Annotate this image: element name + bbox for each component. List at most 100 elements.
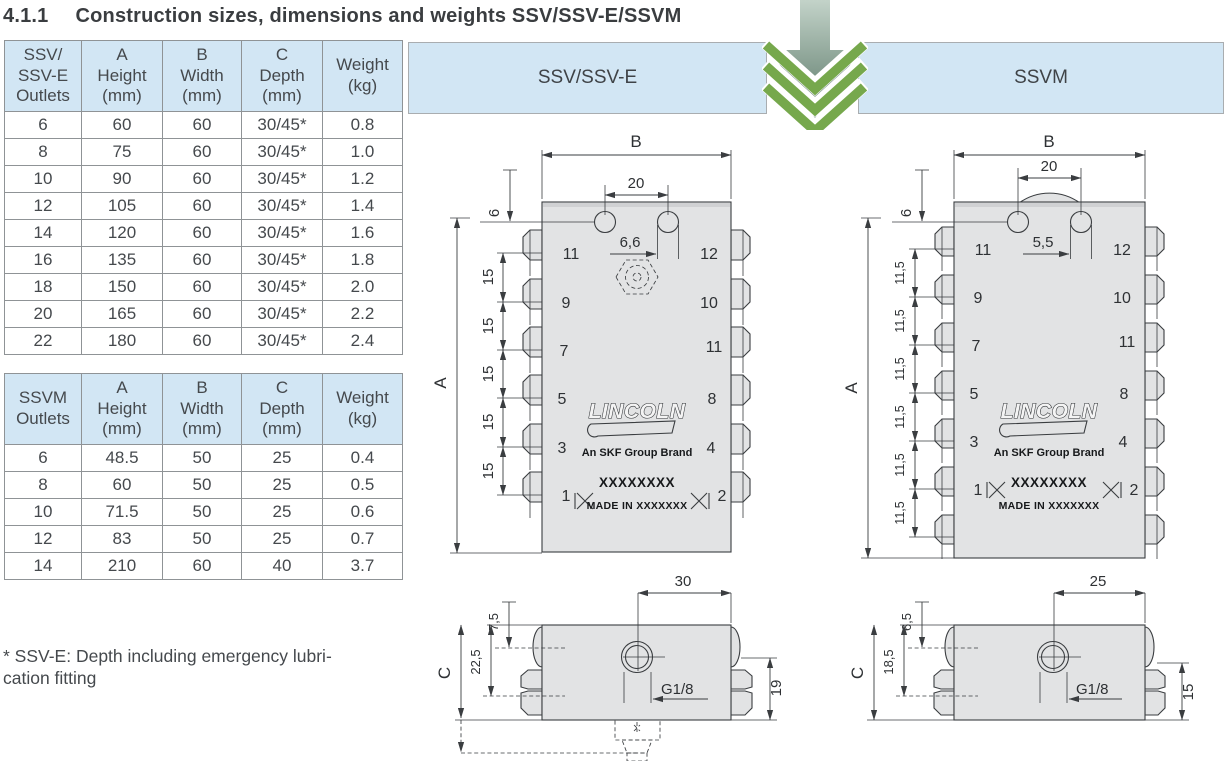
svg-text:5: 5 [970, 386, 979, 403]
ssv-technical-drawing: B 20 6 6,6 A [431, 132, 785, 761]
cell-depth: 30/45* [241, 165, 323, 193]
cell-outlets: 16 [4, 246, 82, 274]
cell-outlets: 12 [4, 192, 82, 220]
serial-placeholder: XXXXXXXX [1011, 475, 1087, 490]
dim-label-c: C [848, 667, 867, 679]
cell-weight: 3.7 [322, 552, 403, 580]
closed-outlet-symbol-right [1102, 481, 1122, 499]
dim-label-depth2: 18,5 [881, 649, 896, 674]
cell-weight: 1.0 [322, 138, 403, 166]
closed-outlet-symbol-right [690, 492, 710, 510]
table-row: 8 75 60 30/45* 1.0 [4, 138, 403, 166]
serial-placeholder: XXXXXXXX [599, 475, 675, 490]
svg-text:7: 7 [560, 343, 569, 360]
cell-outlets: 10 [4, 165, 82, 193]
cell-depth: 25 [241, 444, 323, 472]
svg-text:7: 7 [972, 338, 981, 355]
svg-text:11,5: 11,5 [893, 501, 907, 524]
dim-label-hole-edge: 6 [898, 209, 915, 217]
made-in-line: MADE IN XXXXXXX [587, 500, 688, 512]
dim-label-outlet-height: 19 [768, 680, 785, 697]
cell-depth: 40 [241, 552, 323, 580]
dim-label-b: B [630, 132, 641, 151]
cell-width: 60 [162, 327, 242, 355]
cell-outlets: 6 [4, 111, 82, 139]
dim-label-hole-spacing: 20 [628, 175, 645, 192]
cell-weight: 2.4 [322, 327, 403, 355]
cell-width: 50 [162, 444, 242, 472]
cell-weight: 0.8 [322, 111, 403, 139]
cell-height: 60 [81, 471, 163, 499]
svg-text:2: 2 [1130, 482, 1139, 499]
cell-weight: 1.2 [322, 165, 403, 193]
dim-label-depth1: 6,5 [899, 613, 914, 631]
side-outlet-round [1144, 626, 1155, 668]
table-row: 8 60 50 25 0.5 [4, 471, 403, 499]
hidden-hex-fitting [615, 259, 659, 295]
logo-swoosh [999, 420, 1088, 438]
cell-outlets: 14 [4, 552, 82, 580]
cell-weight: 1.8 [322, 246, 403, 274]
side-outlet-round [730, 626, 741, 668]
ssvm-front-view: B 20 6 5,5 A [845, 132, 1165, 559]
table-row: 22 180 60 30/45* 2.4 [4, 327, 403, 355]
column-header-height: A Height (mm) [81, 40, 163, 112]
side-outlet-round [944, 626, 955, 668]
ssv-front-view: B 20 6 6,6 A [431, 132, 751, 554]
cell-height: 165 [81, 300, 163, 328]
column-header-outlets: SSV/ SSV-E Outlets [4, 40, 82, 112]
cell-weight: 0.6 [322, 498, 403, 526]
svg-text:1: 1 [974, 482, 983, 499]
cell-width: 60 [162, 300, 242, 328]
outlet-numbers: 11 9 7 5 3 1 12 10 11 8 4 2 [970, 242, 1139, 499]
cell-height: 150 [81, 273, 163, 301]
cell-outlets: 12 [4, 525, 82, 553]
cell-depth: 30/45* [241, 111, 323, 139]
cell-width: 60 [162, 138, 242, 166]
cell-width: 60 [162, 192, 242, 220]
cell-outlets: 22 [4, 327, 82, 355]
table-row: 18 150 60 30/45* 2.0 [4, 273, 403, 301]
emergency-fitting-hidden [614, 719, 661, 761]
svg-text:3: 3 [558, 440, 567, 457]
svg-text:4: 4 [1119, 434, 1128, 451]
svg-text:11,5: 11,5 [893, 261, 907, 284]
ssvm-bottom-view: 25 6,5 18,5 C G1/8 15 [848, 573, 1197, 721]
section-number: 4.1.1 [3, 5, 49, 27]
cell-height: 105 [81, 192, 163, 220]
cell-outlets: 14 [4, 219, 82, 247]
ssv-table-wrap: SSV/ SSV-E Outlets A Height (mm) B Width… [4, 40, 403, 355]
lincoln-logo: LINCOLN [589, 400, 686, 423]
cell-width: 50 [162, 471, 242, 499]
svg-text:9: 9 [562, 295, 571, 312]
outlet-centerlines [497, 252, 542, 496]
cell-weight: 2.2 [322, 300, 403, 328]
svg-text:15: 15 [480, 318, 497, 335]
cell-width: 60 [162, 219, 242, 247]
column-header-width: B Width (mm) [162, 40, 242, 112]
table-row: 20 165 60 30/45* 2.2 [4, 300, 403, 328]
closed-outlet-symbol-left [986, 481, 1006, 499]
table-row: 16 135 60 30/45* 1.8 [4, 246, 403, 274]
table-row: 12 83 50 25 0.7 [4, 525, 403, 553]
column-header-width: B Width (mm) [162, 373, 242, 445]
svg-text:9: 9 [974, 290, 983, 307]
cell-outlets: 18 [4, 273, 82, 301]
cell-height: 75 [81, 138, 163, 166]
ssvm-header-row: SSVM Outlets A Height (mm) B Width (mm) … [4, 373, 403, 445]
skf-brand-line: An SKF Group Brand [582, 447, 693, 459]
cell-width: 60 [162, 165, 242, 193]
table-row: 14 210 60 40 3.7 [4, 552, 403, 580]
cell-outlets: 6 [4, 444, 82, 472]
svg-text:15: 15 [480, 414, 497, 431]
dim-label-hole-dia: 6,6 [620, 234, 641, 251]
svg-text:15: 15 [480, 366, 497, 383]
ssvm-panel-header: SSVM [858, 42, 1224, 114]
svg-text:12: 12 [1113, 242, 1131, 259]
cell-outlets: 20 [4, 300, 82, 328]
svg-text:10: 10 [1113, 290, 1131, 307]
cell-weight: 2.0 [322, 273, 403, 301]
section-title: Construction sizes, dimensions and weigh… [75, 5, 682, 27]
closed-outlet-symbol-left [574, 492, 594, 510]
side-plug-fittings [933, 669, 1166, 716]
